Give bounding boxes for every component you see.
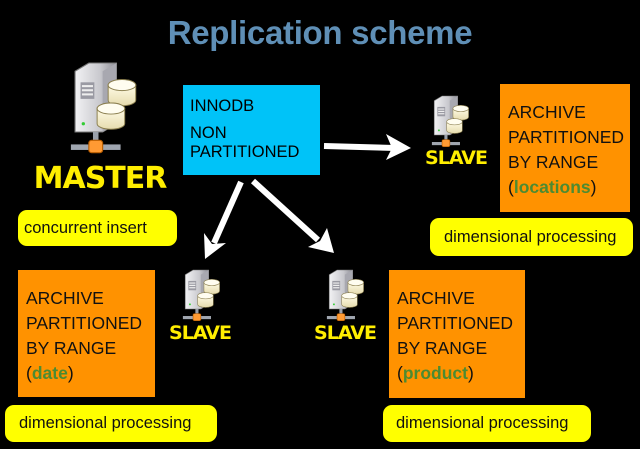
slave-server-icon-date [182, 269, 220, 322]
archive-line2: PARTITIONED [508, 127, 625, 147]
open-paren: ( [26, 363, 32, 383]
close-paren: ) [67, 363, 74, 383]
master-note-text: concurrent insert [24, 218, 147, 237]
slave-note-text: dimensional processing [396, 414, 569, 432]
open-paren: ( [397, 363, 403, 383]
slave-label-date: SLAVE [169, 322, 232, 344]
archive-box-locations: ARCHIVE PARTITIONED BY RANGE (locations) [500, 84, 630, 212]
archive-line2: PARTITIONED [26, 313, 143, 333]
archive-partition-key-line: (product) [397, 361, 525, 386]
archive-line3: BY RANGE [508, 152, 599, 172]
slave-label-locations: SLAVE [425, 147, 488, 169]
archive-line1: ARCHIVE [397, 288, 475, 308]
source-table-engine: INNODB [190, 97, 255, 115]
close-paren: ) [590, 177, 597, 197]
archive-line3: BY RANGE [26, 338, 117, 358]
source-table-line3: PARTITIONED [190, 143, 300, 161]
diagram-title: Replication scheme [167, 14, 473, 51]
open-paren: ( [508, 177, 514, 197]
archive-box-product: ARCHIVE PARTITIONED BY RANGE (product) [389, 270, 525, 398]
archive-line3: BY RANGE [397, 338, 488, 358]
slave-server-icon-product [326, 269, 364, 322]
close-paren: ) [467, 363, 474, 383]
archive-box-date: ARCHIVE PARTITIONED BY RANGE (date) [18, 270, 155, 397]
slave-note-locations: dimensional processing [430, 218, 633, 256]
slave-note-product: dimensional processing [383, 405, 591, 442]
slave-note-text: dimensional processing [19, 414, 192, 432]
partition-key: product [402, 363, 468, 383]
archive-line1: ARCHIVE [26, 288, 104, 308]
partition-key: date [31, 363, 68, 383]
master-server-icon [70, 62, 137, 154]
master-label: MASTER [33, 161, 168, 196]
slave-label-product: SLAVE [314, 322, 377, 344]
archive-partition-key-line: (date) [26, 361, 155, 386]
source-table-line2: NON [190, 124, 227, 142]
archive-partition-key-line: (locations) [508, 175, 630, 200]
source-table-box: INNODB NON PARTITIONED [183, 85, 320, 175]
archive-line2: PARTITIONED [397, 313, 514, 333]
arrow-to-slave-product [250, 178, 334, 253]
master-note: concurrent insert [18, 210, 177, 246]
slave-note-text: dimensional processing [444, 227, 617, 246]
slave-note-date: dimensional processing [5, 405, 217, 442]
arrow-to-slave-date [204, 180, 244, 259]
partition-key: locations [513, 177, 591, 197]
archive-line1: ARCHIVE [508, 102, 586, 122]
arrow-to-slave-locations [323, 134, 411, 160]
slave-server-icon-locations [431, 95, 469, 148]
